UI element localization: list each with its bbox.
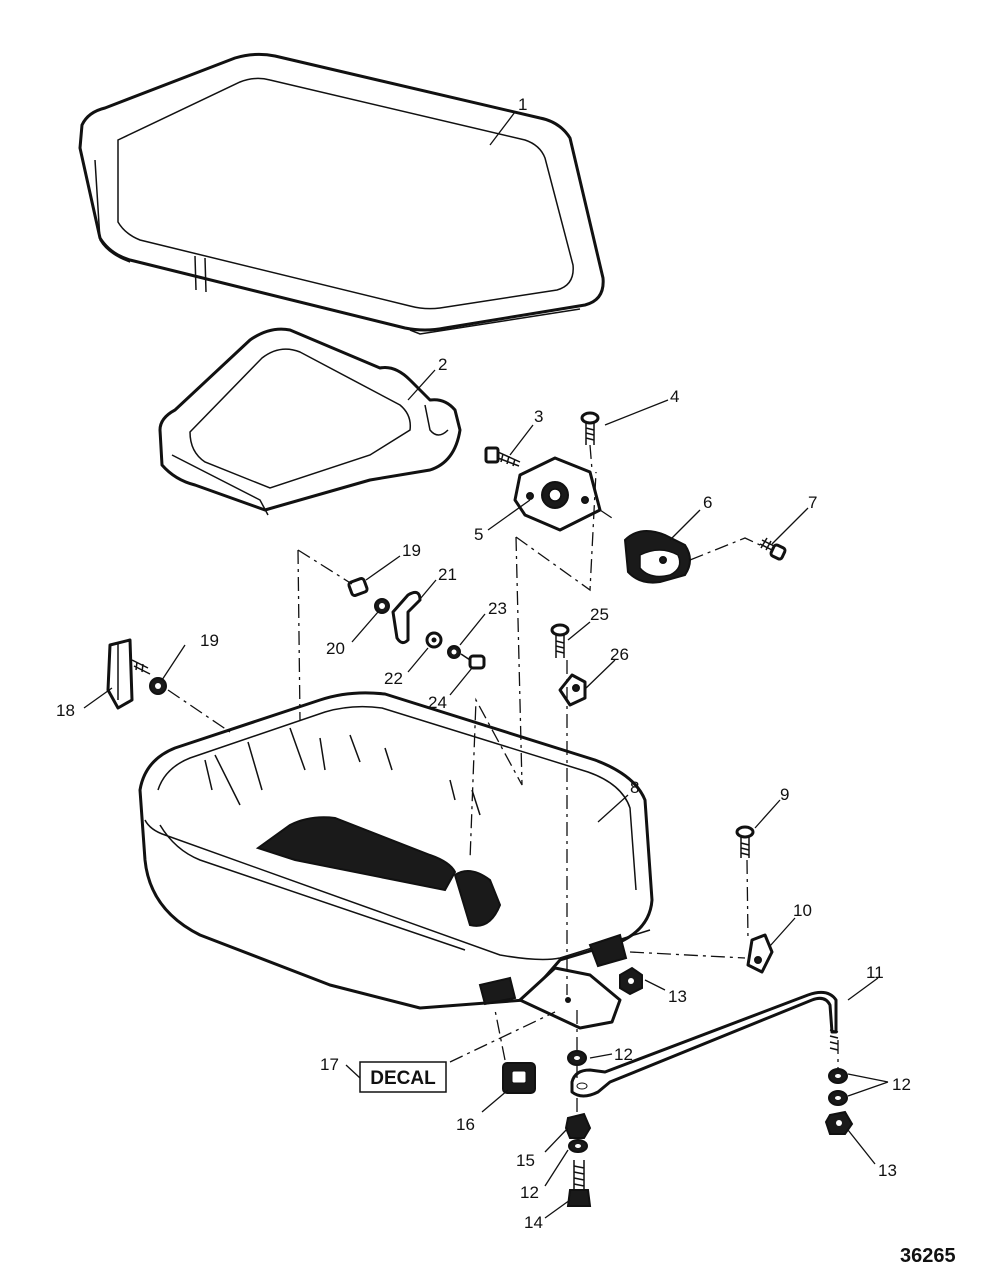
callout-17: 17 [320,1055,339,1074]
callout-4: 4 [670,387,679,406]
callout-16: 16 [456,1115,475,1134]
top-cowl-seal-ring [78,52,605,335]
callout-22: 22 [384,669,403,688]
callout-12a: 12 [614,1045,633,1064]
callout-numbers: 1 2 3 4 5 6 7 8 9 10 11 12 12 12 12 13 1… [56,95,911,1232]
callout-25: 25 [590,605,609,624]
hardware-cluster [347,577,486,670]
callout-13b: 13 [878,1161,897,1180]
callout-8: 8 [630,778,639,797]
side-latch-18 [106,638,167,710]
callout-2: 2 [438,355,447,374]
callout-26: 26 [610,645,629,664]
callout-6: 6 [703,493,712,512]
callout-14: 14 [524,1213,543,1232]
callout-20: 20 [326,639,345,658]
callout-9: 9 [780,785,789,804]
callout-15: 15 [516,1151,535,1170]
decal-text: DECAL [370,1068,436,1089]
callout-10: 10 [793,901,812,920]
callout-19b: 19 [200,631,219,650]
callout-24: 24 [428,693,447,712]
screw-9 [735,825,755,858]
cowl-seal-frame [158,327,462,516]
screw-7 [759,537,787,561]
callout-23: 23 [488,599,507,618]
bracket-5 [513,456,602,532]
bottom-cowl-8 [138,691,654,1030]
figure-number: 36265 [900,1245,956,1267]
washers-nuts [502,966,854,1207]
clip-26 [558,673,587,707]
leader-lines [83,111,889,1219]
link-rod-11 [570,990,839,1098]
callout-12b: 12 [892,1075,911,1094]
callout-3: 3 [534,407,543,426]
callout-11: 11 [866,963,884,982]
callout-5: 5 [474,525,483,544]
callout-1: 1 [518,95,527,114]
screw-3 [484,446,521,467]
callout-13a: 13 [668,987,687,1006]
callout-12c: 12 [520,1183,539,1202]
callout-18: 18 [56,701,75,720]
retainer-10 [746,933,774,974]
latch-block-6 [623,530,691,584]
callout-19a: 19 [402,541,421,560]
callout-7: 7 [808,493,817,512]
screw-4 [580,411,600,445]
decal-label-box: DECAL [359,1061,447,1093]
assembly-centerlines [167,444,839,1114]
screw-25 [550,623,570,658]
callout-21: 21 [438,565,457,584]
